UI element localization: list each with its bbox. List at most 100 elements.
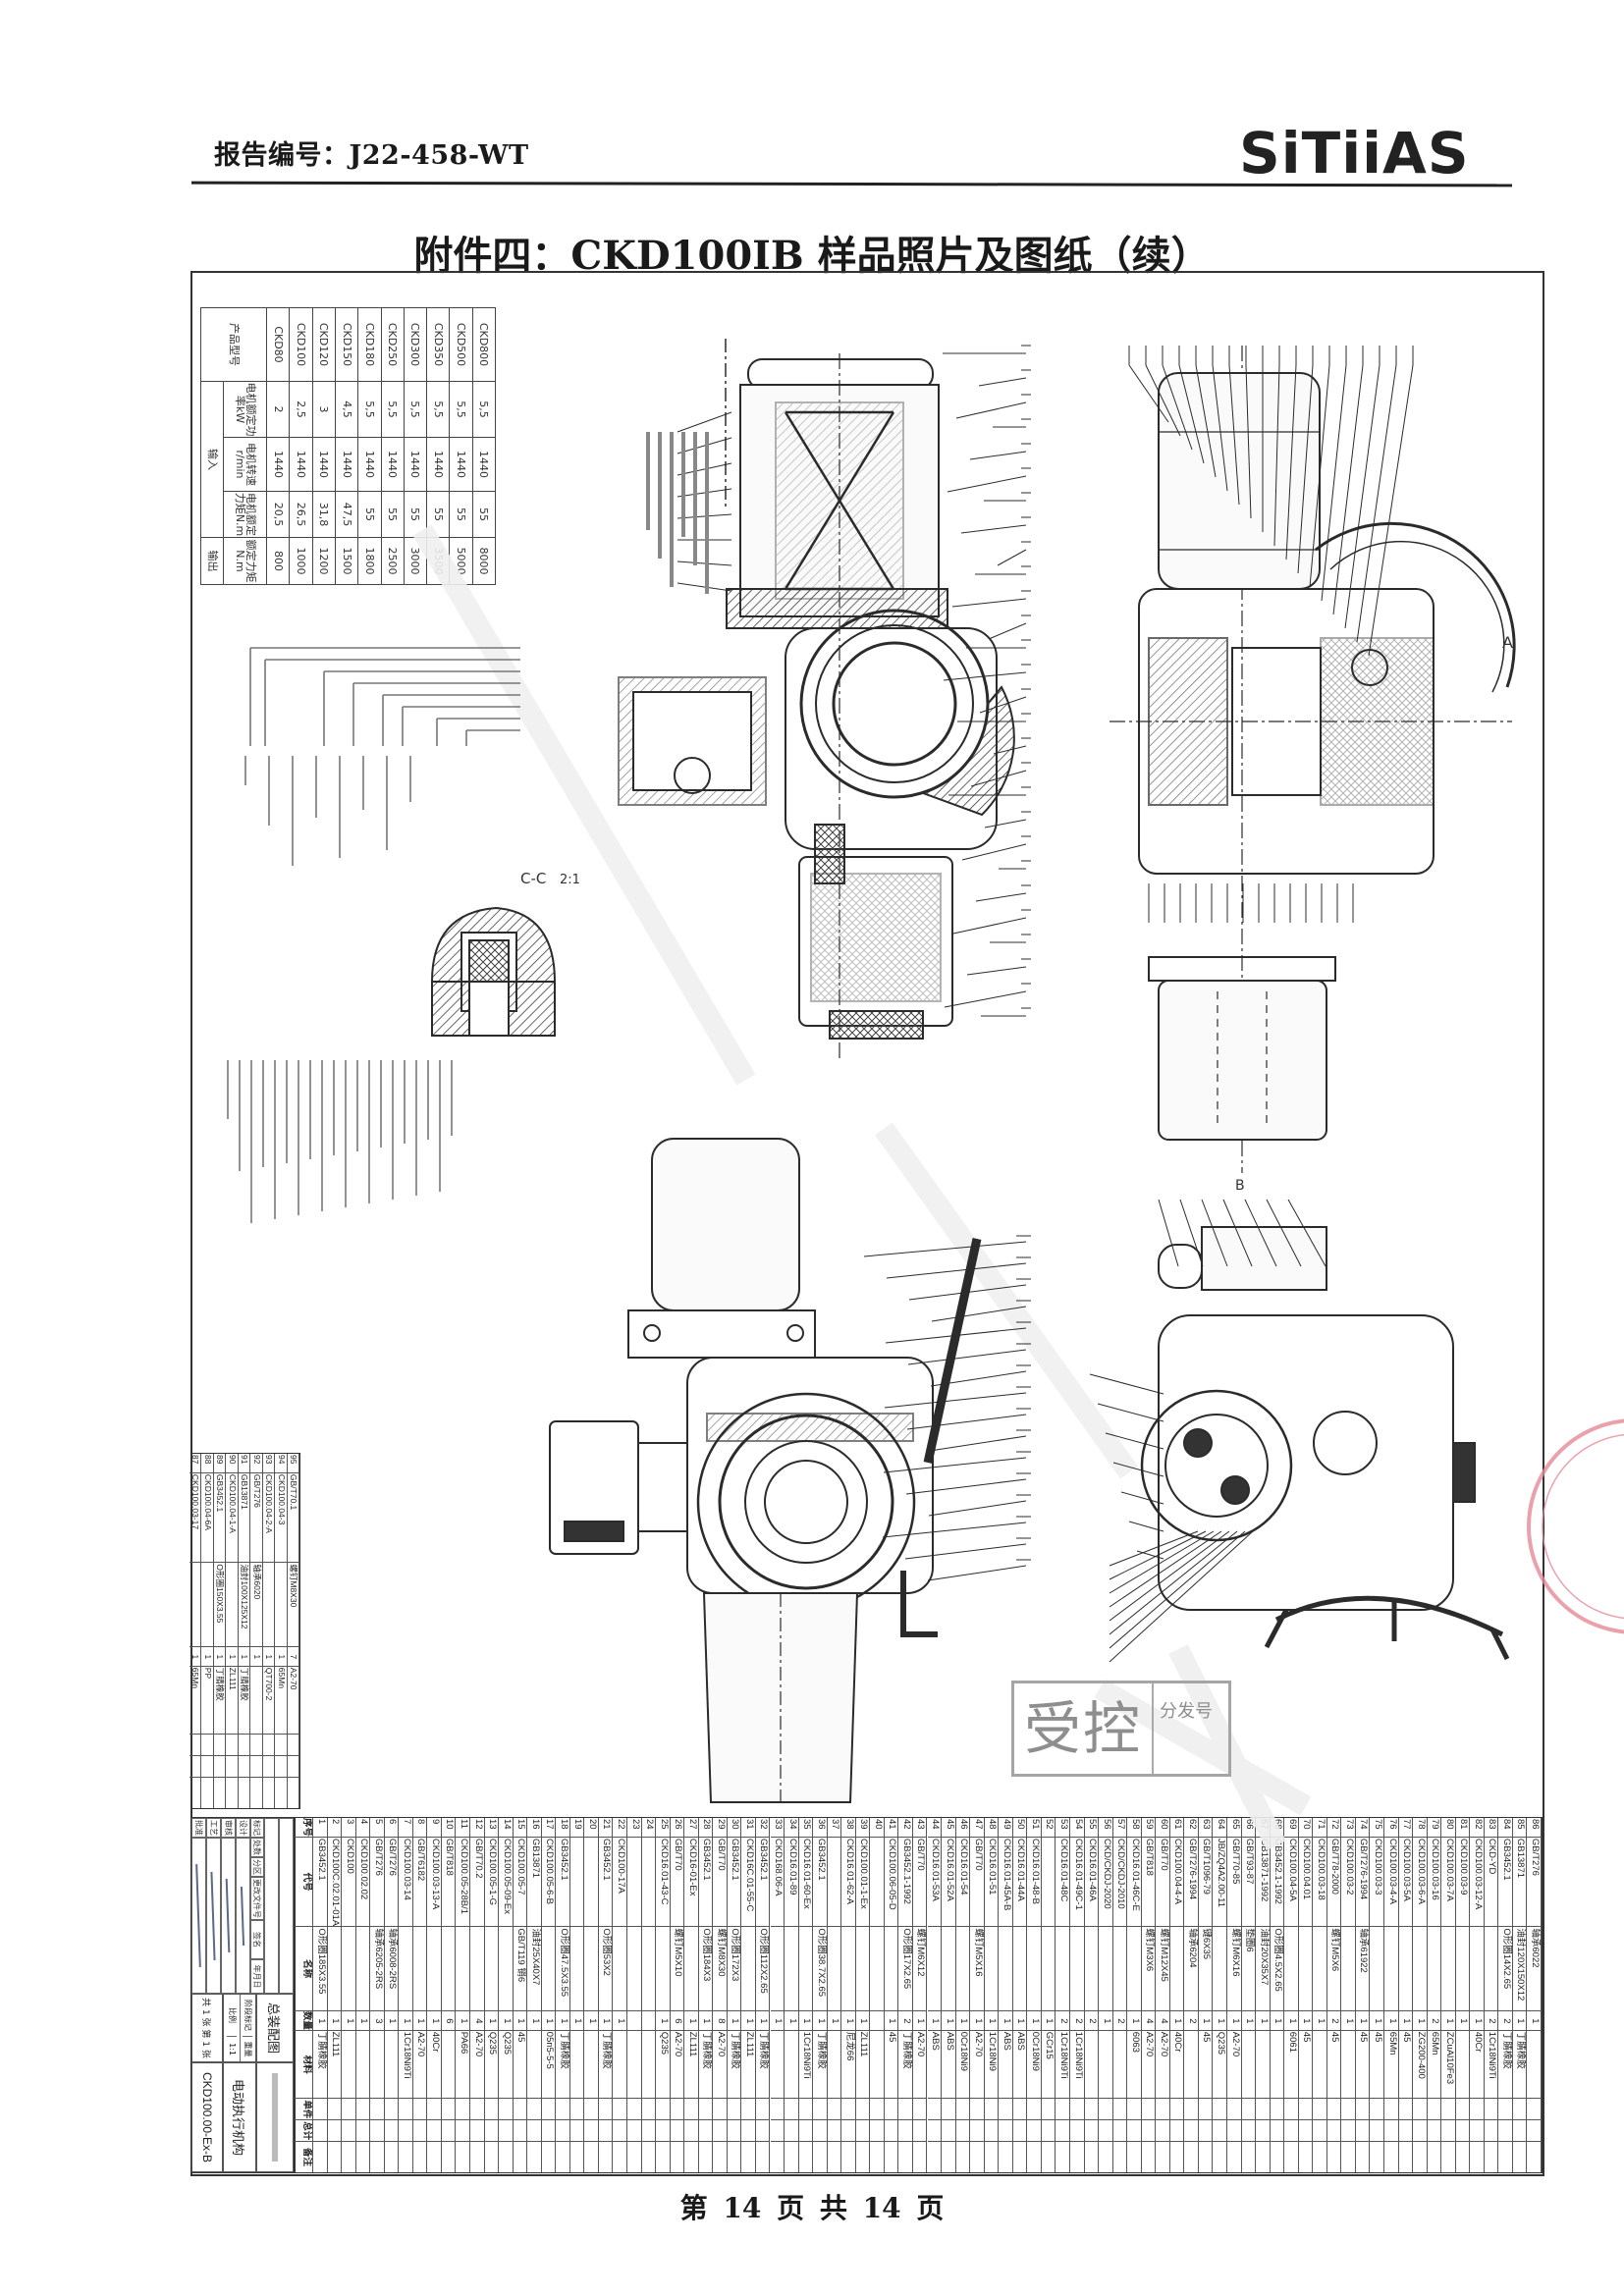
leader-line <box>955 401 1027 419</box>
leader-line <box>1136 1550 1164 1560</box>
callout-leaders <box>863 1235 1031 1581</box>
leader-line <box>677 437 732 454</box>
leader-line <box>975 892 1027 902</box>
leader-line <box>1109 1530 1199 1567</box>
leader-line <box>927 1565 1027 1581</box>
stamp-distribution-no: 分发号 <box>1160 1701 1214 1722</box>
leader-line <box>1109 1530 1215 1594</box>
leader-line <box>951 598 1027 608</box>
leader-line <box>1368 364 1414 657</box>
leader-line <box>1089 1373 1164 1395</box>
section-label: C-C <box>520 870 546 887</box>
leader-line <box>1356 364 1397 643</box>
leader-line <box>1201 1199 1228 1267</box>
leader-line <box>1109 1530 1246 1649</box>
leader-line <box>970 770 1027 787</box>
leader-line <box>886 1262 1027 1279</box>
view-a-marker: A <box>1502 633 1513 652</box>
leader-line <box>1244 1199 1277 1267</box>
callout-leaders <box>1128 346 1414 923</box>
leader-line <box>984 819 1027 828</box>
leader-line <box>1109 1530 1230 1622</box>
leader-line <box>1309 364 1330 588</box>
leader-line <box>906 1414 1027 1430</box>
leader-line <box>677 582 732 592</box>
leader-line <box>1120 1491 1164 1505</box>
main-section-view <box>618 339 1031 1060</box>
leader-line <box>1105 1432 1164 1450</box>
leader-line <box>1109 1530 1254 1663</box>
leader-line <box>908 1284 1027 1301</box>
leader-line <box>1212 364 1228 492</box>
leader-line <box>1162 364 1193 451</box>
front-view <box>549 1138 1031 1803</box>
section-detail-cc <box>430 906 557 1037</box>
callout-leaders <box>677 345 1031 1017</box>
leader-line <box>1178 364 1205 464</box>
leader-line <box>1273 364 1280 547</box>
red-seal <box>1527 1418 1624 1634</box>
leader-line <box>1109 1530 1207 1580</box>
leader-line <box>929 1435 1027 1452</box>
leader-line <box>997 549 1027 566</box>
leader-line <box>677 488 732 498</box>
leader-line <box>883 1457 1027 1473</box>
leader-line <box>952 917 1027 934</box>
leader-line <box>904 1543 1027 1560</box>
leader-line <box>1158 1199 1179 1267</box>
leader-line <box>1297 364 1314 574</box>
leader-line <box>1145 364 1181 437</box>
report-number: 报告编号：J22-458-WT <box>214 140 529 171</box>
leader-line <box>905 1478 1027 1495</box>
leader-line <box>969 451 1027 460</box>
leader-line <box>677 462 732 476</box>
leader-line <box>993 745 1027 755</box>
company-logo: SiTiiAS <box>1239 120 1470 187</box>
leader-line <box>884 1392 1027 1409</box>
leader-line <box>979 696 1027 714</box>
leader-line <box>947 475 1027 493</box>
section-scale: 2:1 <box>560 873 580 887</box>
end-view <box>1089 1199 1510 1663</box>
leader-line <box>1179 1199 1204 1267</box>
view-b-marker: B <box>1235 1178 1245 1194</box>
leader-line <box>677 561 732 566</box>
leader-line <box>1109 1530 1222 1608</box>
leader-line <box>961 843 1027 861</box>
leader-line <box>1195 364 1217 478</box>
leader-line <box>988 622 1027 640</box>
leader-line <box>943 671 1027 681</box>
leader-line <box>930 1370 1027 1387</box>
leader-line <box>1128 364 1169 423</box>
leader-line <box>1222 1199 1253 1267</box>
leader-line <box>1287 1199 1326 1267</box>
leader-line <box>1245 364 1252 519</box>
leader-line <box>1266 1199 1302 1267</box>
leader-line <box>966 966 1027 976</box>
drawing-frame <box>190 271 1544 2176</box>
leader-line <box>1128 1521 1164 1532</box>
leader-line <box>978 377 1027 387</box>
leader-line <box>1228 364 1240 506</box>
leader-line <box>928 1500 1027 1517</box>
callout-leaders <box>1089 1199 1326 1663</box>
leader-line <box>907 1349 1027 1365</box>
leader-line <box>1112 1462 1164 1477</box>
controlled-stamp: 受控 分发号 <box>1011 1681 1231 1777</box>
leader-line <box>885 1327 1027 1344</box>
side-view <box>1110 346 1516 1173</box>
leader-line <box>1109 1530 1238 1635</box>
leader-line <box>1285 364 1297 561</box>
leader-line <box>931 1306 1027 1322</box>
leader-line <box>677 513 732 519</box>
leader-line <box>882 1522 1027 1538</box>
leader-line <box>863 1241 1027 1257</box>
leader-line <box>944 990 1027 1008</box>
leader-line <box>1344 364 1380 629</box>
stamp-text: 受控 <box>1014 1683 1155 1774</box>
leader-line <box>1097 1403 1164 1422</box>
page-number: 第 14 页 共 14 页 <box>679 2192 945 2224</box>
leader-line <box>1321 364 1347 602</box>
leader-line <box>1332 364 1364 615</box>
